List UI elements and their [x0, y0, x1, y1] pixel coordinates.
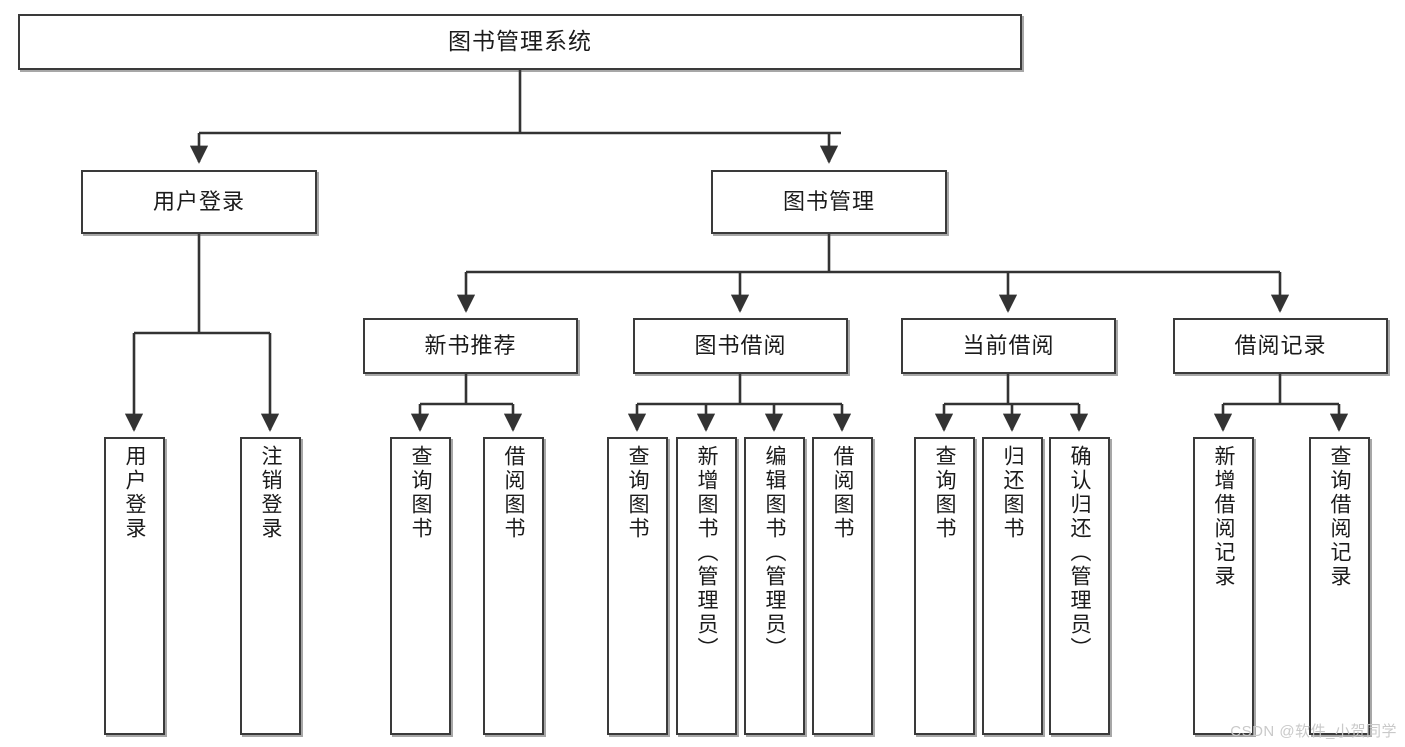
node-label: 查询借阅记录: [1328, 445, 1351, 589]
node-label: 查询图书: [626, 445, 649, 541]
leaf-logout[interactable]: 注销登录: [240, 437, 301, 735]
node-label: 借阅图书: [502, 445, 525, 541]
node-book-borrow[interactable]: 图书借阅: [633, 318, 848, 374]
node-new-book-recommend[interactable]: 新书推荐: [363, 318, 578, 374]
node-label: 新书推荐: [424, 333, 517, 359]
node-label: 编辑图书（管理员）: [763, 445, 786, 661]
node-borrow-record[interactable]: 借阅记录: [1173, 318, 1388, 374]
node-label: 用户登录: [152, 189, 245, 215]
leaf-query-book-recommend[interactable]: 查询图书: [390, 437, 451, 735]
node-user-login[interactable]: 用户登录: [81, 170, 317, 234]
leaf-query-borrow-record[interactable]: 查询借阅记录: [1309, 437, 1370, 735]
node-label: 确认归还（管理员）: [1068, 445, 1091, 661]
node-label: 用户登录: [123, 445, 146, 541]
node-label: 注销登录: [259, 445, 282, 541]
node-label: 查询图书: [933, 445, 956, 541]
node-label: 查询图书: [409, 445, 432, 541]
node-label: 图书管理系统: [448, 28, 592, 55]
node-label: 当前借阅: [962, 333, 1055, 359]
leaf-add-borrow-record[interactable]: 新增借阅记录: [1193, 437, 1254, 735]
node-label: 归还图书: [1001, 445, 1024, 541]
leaf-query-book-borrow[interactable]: 查询图书: [607, 437, 668, 735]
node-book-management[interactable]: 图书管理: [711, 170, 947, 234]
leaf-query-book-current[interactable]: 查询图书: [914, 437, 975, 735]
leaf-confirm-return-admin[interactable]: 确认归还（管理员）: [1049, 437, 1110, 735]
node-label: 借阅图书: [831, 445, 854, 541]
node-current-borrow[interactable]: 当前借阅: [901, 318, 1116, 374]
node-root-book-management-system[interactable]: 图书管理系统: [18, 14, 1022, 70]
leaf-borrow-book[interactable]: 借阅图书: [812, 437, 873, 735]
leaf-return-book[interactable]: 归还图书: [982, 437, 1043, 735]
node-label: 图书管理: [782, 189, 875, 215]
node-label: 新增借阅记录: [1212, 445, 1235, 589]
leaf-borrow-book-recommend[interactable]: 借阅图书: [483, 437, 544, 735]
leaf-user-login[interactable]: 用户登录: [104, 437, 165, 735]
node-label: 借阅记录: [1234, 333, 1327, 359]
leaf-add-book-admin[interactable]: 新增图书（管理员）: [676, 437, 737, 735]
node-label: 图书借阅: [694, 333, 787, 359]
node-label: 新增图书（管理员）: [695, 445, 718, 661]
leaf-edit-book-admin[interactable]: 编辑图书（管理员）: [744, 437, 805, 735]
